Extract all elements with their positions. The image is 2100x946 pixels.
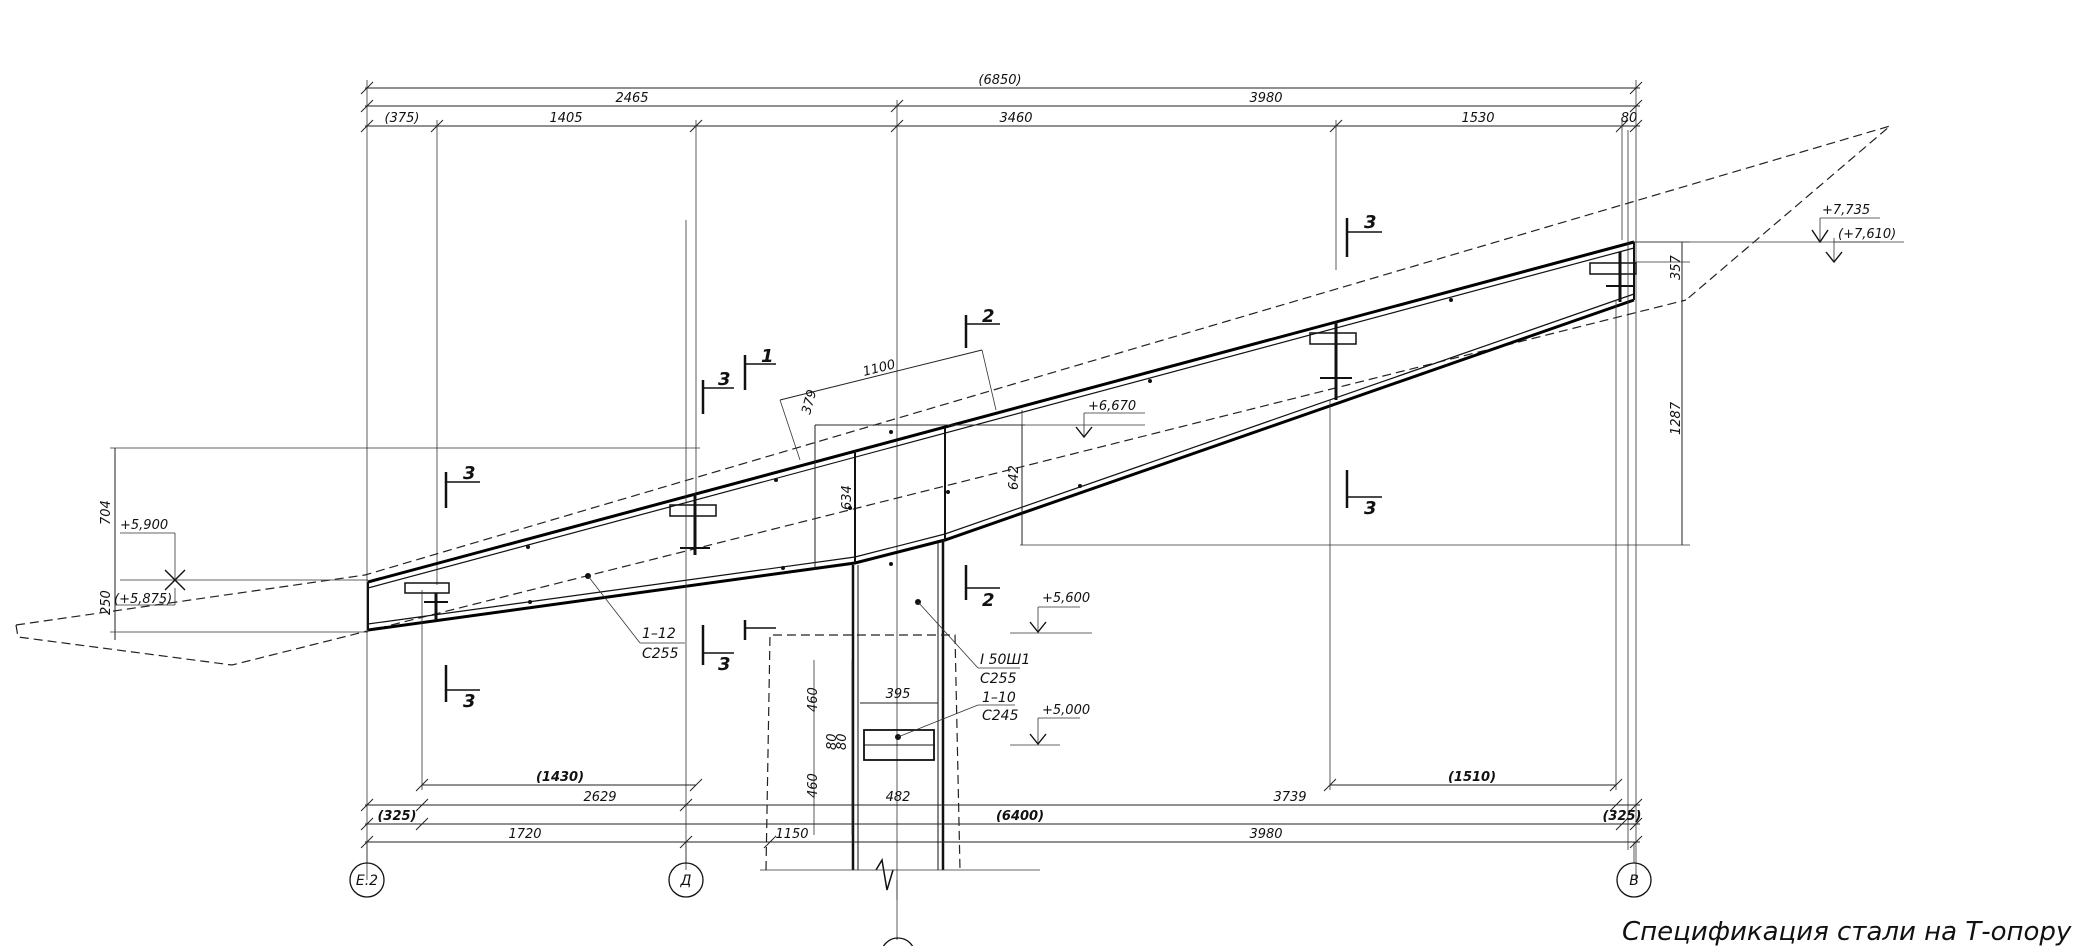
svg-text:3: 3 — [1364, 498, 1377, 519]
elev-e5: (+5,875) — [114, 592, 172, 607]
elev-e7: +5,000 — [1042, 703, 1090, 718]
svg-text:3: 3 — [463, 463, 476, 484]
dim-b5: (325) — [377, 809, 416, 824]
axis-v: В — [1629, 873, 1639, 889]
section-mark-3e: 3 — [444, 665, 480, 712]
callout-ibeam-profile: I 50Ш1 — [980, 652, 1030, 668]
elev-e2: (+7,610) — [1838, 227, 1896, 242]
callout-plate-profile: 1–12 — [642, 626, 676, 642]
dim-p2: 80 — [825, 733, 840, 750]
grid-axes: Е.2 Д В — [349, 842, 1652, 946]
dim-v-left-small: 250 — [99, 590, 114, 615]
dim-b6: 482 — [886, 790, 911, 805]
dim-plate-width: 395 — [886, 687, 911, 702]
misc-dimensions: 1100 379 634 642 704 250 357 1287 395 46… — [99, 241, 1690, 798]
svg-text:2: 2 — [982, 306, 995, 327]
section-mark-3c: 3 — [1345, 212, 1382, 257]
svg-text:3: 3 — [718, 369, 731, 390]
elev-e6: +5,600 — [1042, 591, 1090, 606]
dim-b11: 3980 — [1249, 827, 1282, 842]
dim-b4: 3739 — [1273, 790, 1306, 805]
dim-p4: 460 — [806, 773, 821, 798]
section-mark-3a: 3 — [701, 369, 734, 414]
dim-s3: 3460 — [999, 111, 1032, 126]
callout-plate2-profile: 1–10 — [982, 690, 1016, 706]
dim-h1: 634 — [840, 485, 855, 510]
section-markers: 1 2 3 3 3 3 3 2 — [444, 212, 1382, 712]
dim-b9: 1720 — [508, 827, 541, 842]
drawing-caption: Спецификация стали на Т-опору — [1622, 917, 2072, 946]
bottom-dimension-chains: (1430) 2629 (1510) 3739 (325) 482 (6400)… — [360, 130, 1643, 870]
dim-p3: 80 — [835, 733, 850, 750]
dim-b8: (325) — [1602, 809, 1641, 824]
dim-s2: 1405 — [549, 111, 582, 126]
elev-e1: +7,735 — [1822, 203, 1870, 218]
elev-e3: +6,670 — [1088, 399, 1136, 414]
section-mark-3f: 3 — [701, 620, 776, 675]
dim-overall: (6850) — [978, 73, 1021, 88]
dim-b3: (1510) — [1448, 770, 1496, 785]
dim-s4: 1530 — [1461, 111, 1494, 126]
section-mark-2-top: 2 — [964, 306, 1000, 348]
dim-top-right: 3980 — [1249, 91, 1282, 106]
section-mark-2-bottom: 2 — [964, 565, 1000, 611]
dim-b1: (1430) — [536, 770, 584, 785]
elevation-marks: +7,735 (+7,610) +6,670 +5,900 (+5,875) +… — [114, 203, 1904, 746]
purlin-3 — [1309, 322, 1357, 400]
dim-b7: (6400) — [996, 809, 1044, 824]
main-beam — [367, 240, 1635, 632]
dim-h2: 642 — [1007, 465, 1022, 490]
axis-d: Д — [680, 873, 692, 889]
svg-text:3: 3 — [1364, 212, 1377, 233]
callout-plate-steel: С255 — [642, 646, 679, 662]
callout-plate2-steel: С245 — [982, 708, 1019, 724]
dim-b2: 2629 — [583, 790, 616, 805]
dim-beam-width: 1100 — [861, 357, 897, 380]
svg-text:3: 3 — [718, 654, 731, 675]
dim-v-right-big: 1287 — [1669, 401, 1684, 435]
dim-s1: (375) — [385, 111, 420, 126]
svg-text:3: 3 — [463, 691, 476, 712]
section-mark-1: 1 — [743, 346, 776, 390]
column — [760, 540, 1040, 940]
dim-s5: 80 — [1621, 111, 1638, 126]
dim-top-left: 2465 — [615, 91, 648, 106]
dim-v-left: 704 — [99, 500, 114, 525]
purlin-1 — [404, 582, 450, 620]
canopy-outline — [15, 125, 1891, 666]
svg-text:2: 2 — [982, 590, 995, 611]
purlin-4 — [1589, 252, 1637, 302]
dim-b10: 1150 — [775, 827, 808, 842]
dim-beam-depth: 379 — [799, 388, 820, 416]
section-mark-3b: 3 — [444, 463, 480, 508]
axis-e2: Е.2 — [356, 873, 378, 889]
purlin-2 — [669, 493, 717, 555]
dim-p1: 460 — [806, 687, 821, 712]
top-dimension-chains: (6850) 2465 3980 (375) 1405 3460 1530 80 — [360, 73, 1643, 900]
dim-v-right: 357 — [1669, 254, 1684, 280]
section-mark-3d: 3 — [1345, 470, 1382, 519]
elev-e4: +5,900 — [120, 518, 168, 533]
callouts: 1–12 С255 I 50Ш1 С255 1–10 С245 — [585, 573, 1030, 740]
callout-ibeam-steel: С255 — [980, 671, 1017, 687]
svg-text:1: 1 — [761, 346, 774, 367]
